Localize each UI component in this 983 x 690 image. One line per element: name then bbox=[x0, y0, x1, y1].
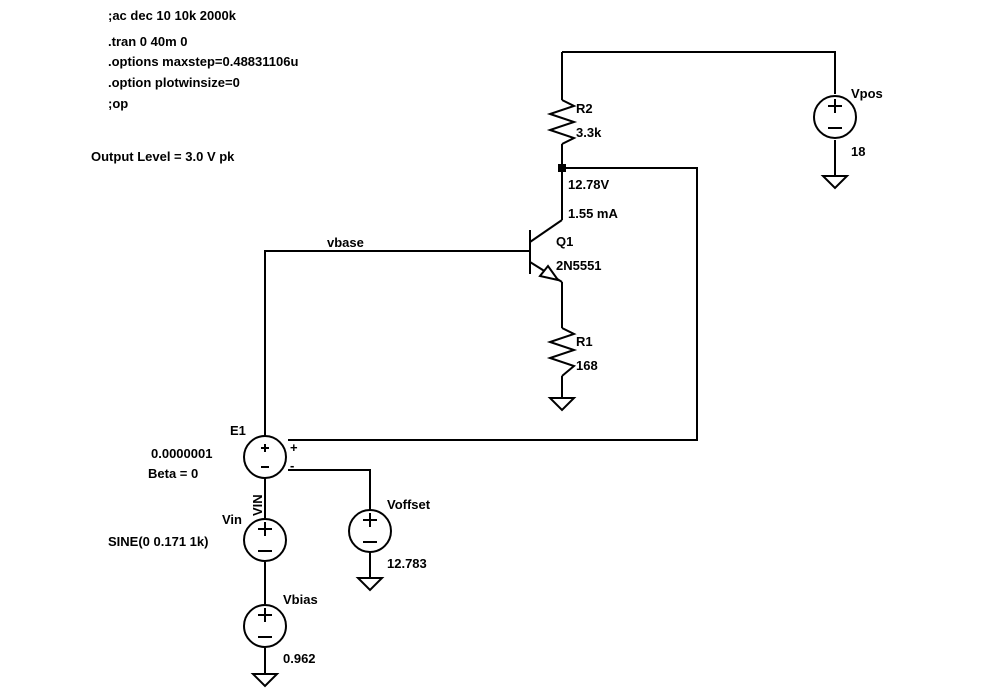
e1-beta: Beta = 0 bbox=[148, 466, 198, 481]
r1-name: R1 bbox=[576, 334, 593, 349]
ground-icon bbox=[250, 673, 280, 688]
vbias-value: 0.962 bbox=[283, 651, 316, 666]
vin-value: SINE(0 0.171 1k) bbox=[108, 534, 208, 549]
net-label-vin[interactable]: VIN bbox=[250, 494, 265, 516]
directive-tran[interactable]: .tran 0 40m 0 bbox=[108, 34, 188, 49]
dependent-source-e1[interactable]: + - E1 0.0000001 Beta = 0 bbox=[148, 423, 298, 481]
voltage-source-voffset[interactable]: Voffset 12.783 bbox=[348, 497, 431, 571]
e1-gain: 0.0000001 bbox=[151, 446, 212, 461]
wire-e1-minus-voffset[interactable] bbox=[288, 469, 371, 510]
source-circle-icon bbox=[813, 95, 857, 139]
collector-voltage-label: 12.78V bbox=[568, 177, 610, 192]
voffset-value: 12.783 bbox=[387, 556, 427, 571]
ground-icon bbox=[547, 397, 577, 412]
junction-dot bbox=[558, 164, 566, 172]
source-circle-icon bbox=[243, 604, 287, 648]
directive-op[interactable]: ;op bbox=[108, 96, 128, 111]
voffset-name: Voffset bbox=[387, 497, 431, 512]
q1-model: 2N5551 bbox=[556, 258, 602, 273]
emitter-arrow-icon bbox=[538, 264, 561, 282]
e1-control-minus: - bbox=[290, 458, 294, 473]
voltage-source-vpos[interactable]: Vpos 18 bbox=[813, 86, 883, 159]
r1-value: 168 bbox=[576, 358, 598, 373]
vpos-name: Vpos bbox=[851, 86, 883, 101]
resistor-r2[interactable]: R2 3.3k bbox=[546, 99, 602, 145]
resistor-icon bbox=[546, 327, 578, 377]
q1-name: Q1 bbox=[556, 234, 573, 249]
r2-value: 3.3k bbox=[576, 125, 602, 140]
ground-icon bbox=[355, 577, 385, 592]
e1-control-plus: + bbox=[290, 440, 298, 455]
wires bbox=[264, 51, 836, 674]
output-level-note[interactable]: Output Level = 3.0 V pk bbox=[91, 149, 235, 164]
source-circle-icon bbox=[348, 509, 392, 553]
directive-ac[interactable]: ;ac dec 10 10k 2000k bbox=[108, 8, 237, 23]
voltage-source-vbias[interactable]: Vbias 0.962 bbox=[243, 592, 318, 666]
resistor-icon bbox=[546, 99, 578, 145]
vin-name: Vin bbox=[222, 512, 242, 527]
r2-name: R2 bbox=[576, 101, 593, 116]
collector-current-label: 1.55 mA bbox=[568, 206, 618, 221]
directive-options-maxstep[interactable]: .options maxstep=0.48831106u bbox=[108, 54, 298, 69]
directive-option-plotwinsize[interactable]: .option plotwinsize=0 bbox=[108, 75, 240, 90]
e1-name: E1 bbox=[230, 423, 246, 438]
source-circle-icon bbox=[243, 518, 287, 562]
wire-output-feedback[interactable] bbox=[288, 167, 698, 441]
source-circle-icon bbox=[243, 435, 287, 479]
collector-lead-icon bbox=[529, 219, 563, 243]
vbias-name: Vbias bbox=[283, 592, 318, 607]
voltage-source-vin[interactable]: Vin SINE(0 0.171 1k) bbox=[108, 512, 287, 562]
ground-icon bbox=[820, 175, 850, 190]
transistor-q1[interactable]: Q1 2N5551 bbox=[529, 219, 602, 283]
wire-vbase[interactable] bbox=[264, 250, 530, 438]
net-label-vbase[interactable]: vbase bbox=[327, 235, 364, 250]
vpos-value: 18 bbox=[851, 144, 865, 159]
resistor-r1[interactable]: R1 168 bbox=[546, 327, 598, 377]
wire-top-rail[interactable] bbox=[562, 51, 836, 94]
